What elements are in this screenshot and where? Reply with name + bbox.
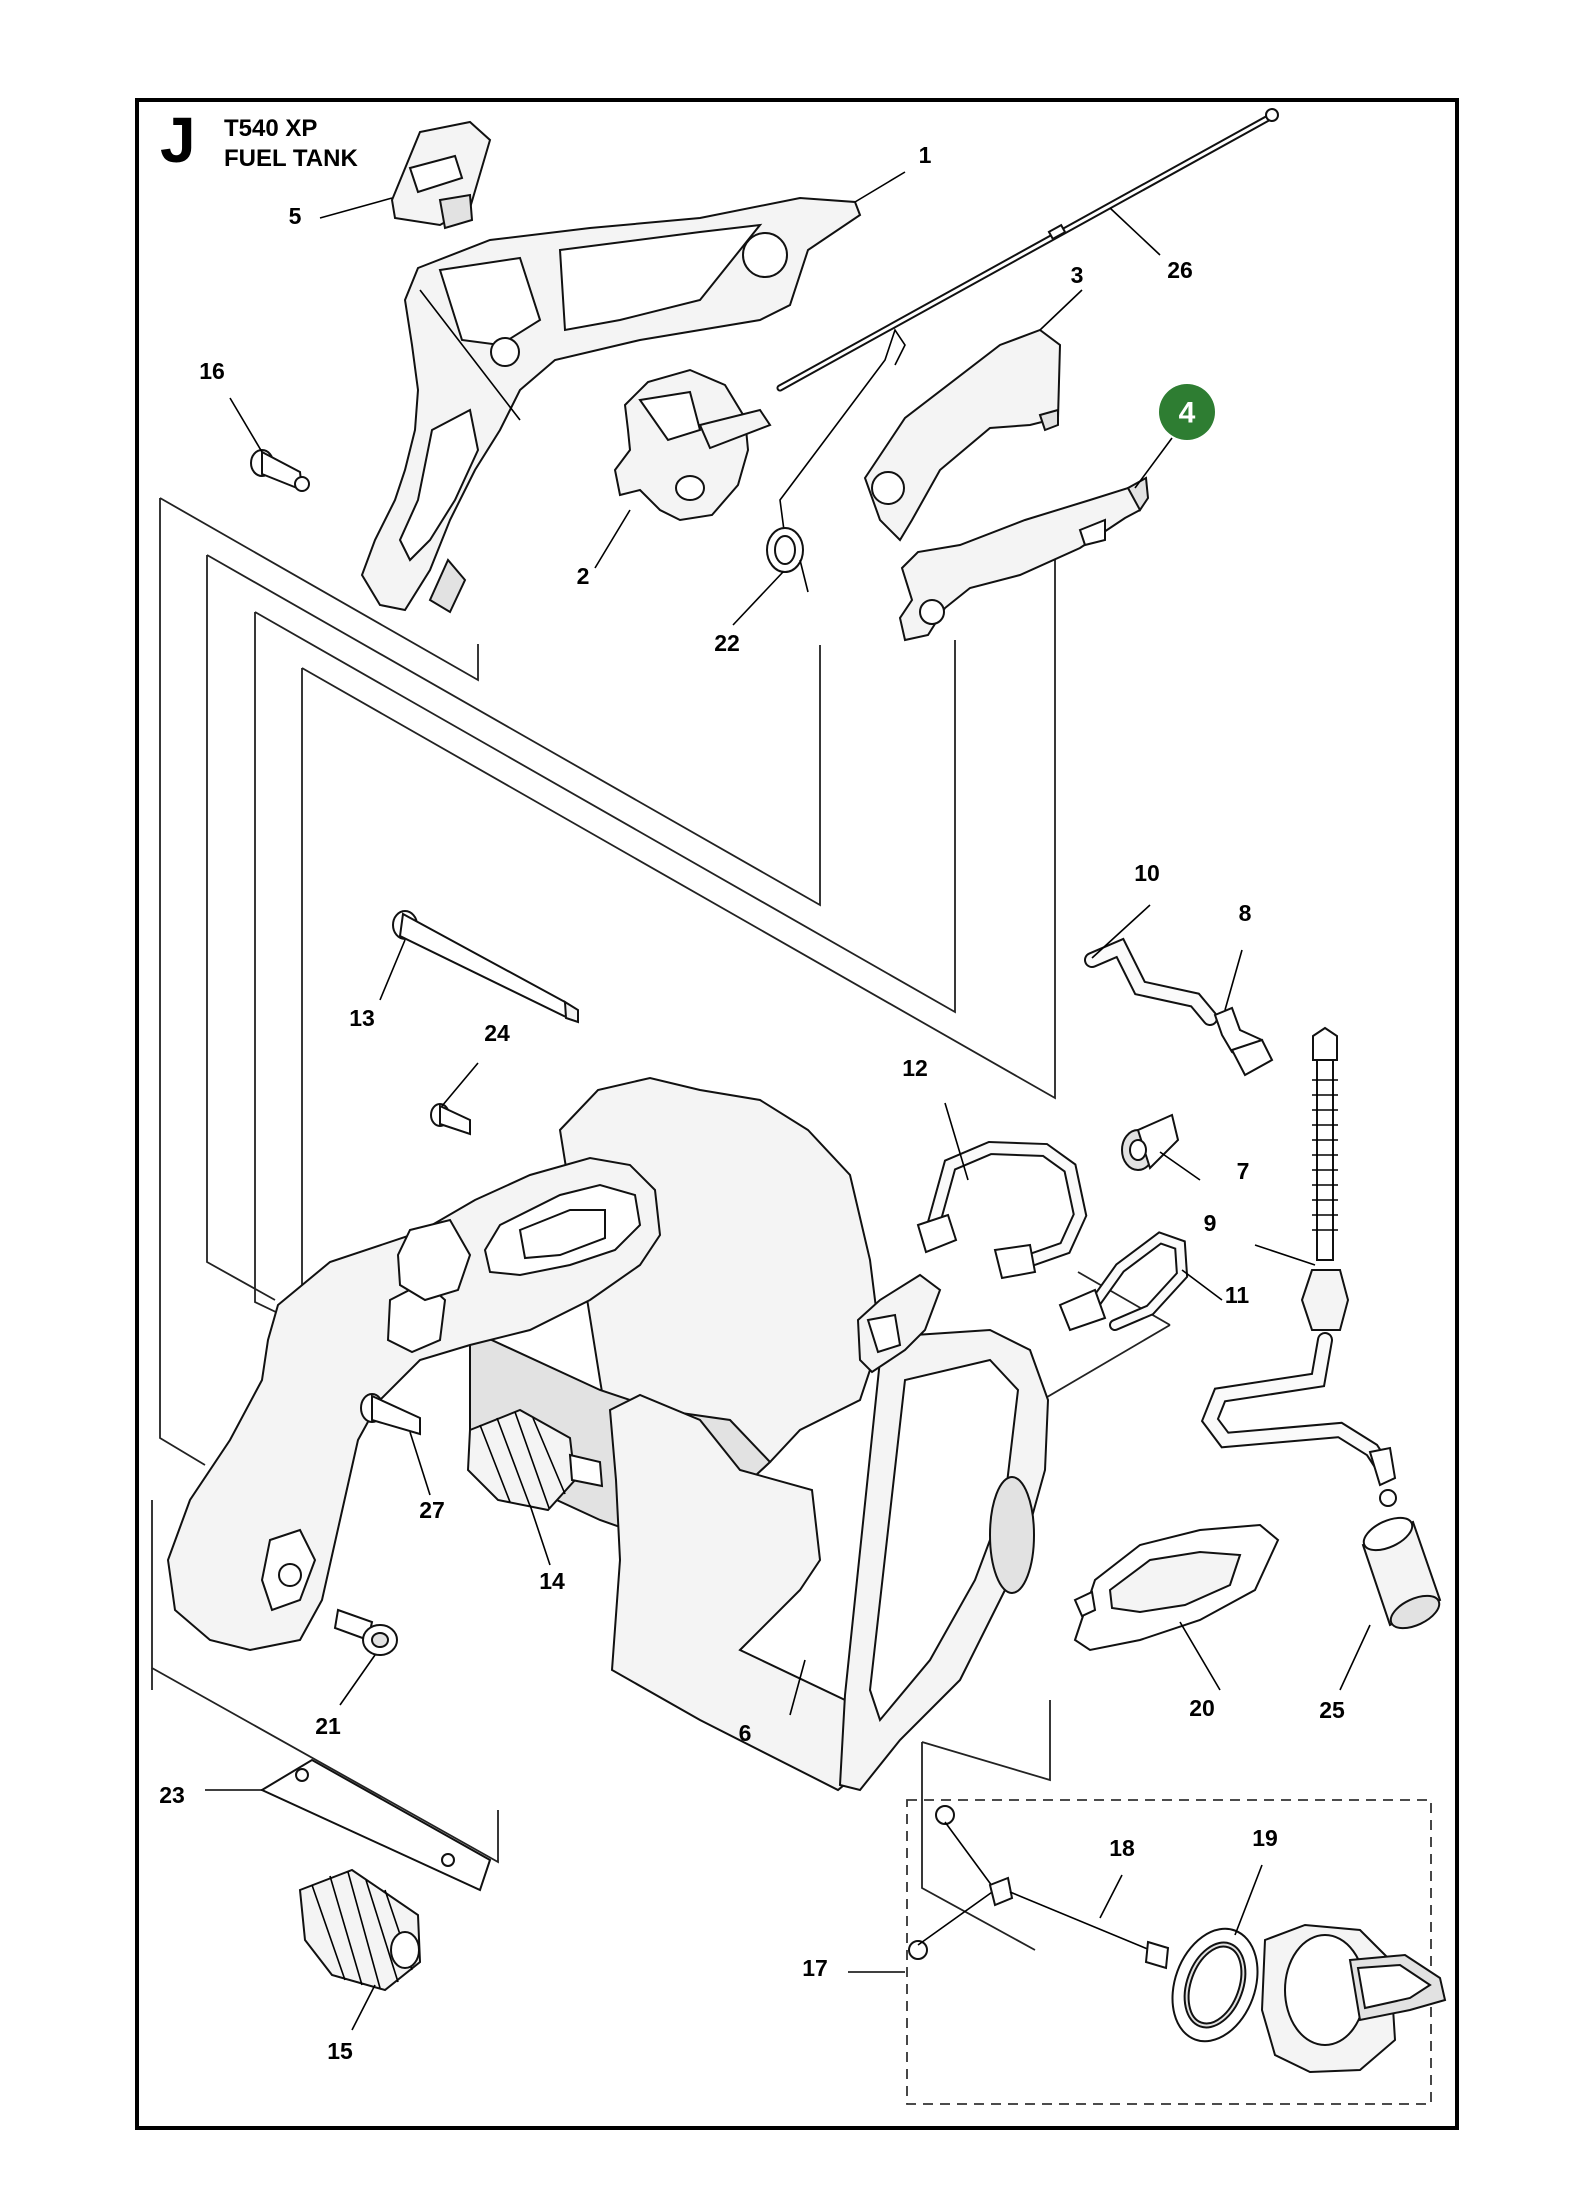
part-20-cover-plate xyxy=(1073,1523,1280,1652)
part-27-screw xyxy=(360,1393,421,1436)
part-25-fuel-filter xyxy=(1361,1516,1442,1630)
callout-6: 6 xyxy=(739,1720,752,1746)
callout-5: 5 xyxy=(289,203,302,229)
callout-14: 14 xyxy=(539,1568,565,1594)
part-18-pickup-wire xyxy=(908,1805,1170,1970)
callout-3: 3 xyxy=(1071,262,1084,288)
callout-10: 10 xyxy=(1134,860,1160,886)
callout-24: 24 xyxy=(484,1020,510,1046)
part-10-hose xyxy=(1084,937,1218,1026)
part-4-throttle-lockout xyxy=(898,476,1150,642)
callout-16: 16 xyxy=(199,358,225,384)
callout-4: 4 xyxy=(1179,397,1196,430)
part-1-handle-frame xyxy=(360,196,862,614)
rear-handle-frame xyxy=(166,1156,662,1652)
callout-leaders xyxy=(205,171,1371,2031)
part-11-clamp xyxy=(1058,1231,1189,1332)
part-5-button xyxy=(390,120,492,230)
callout-8: 8 xyxy=(1239,900,1252,926)
callout-22: 22 xyxy=(714,630,740,656)
callout-4-highlight-badge xyxy=(1159,384,1215,440)
callout-19: 19 xyxy=(1252,1825,1278,1851)
section-letter: J xyxy=(160,104,196,176)
model-name: T540 XP xyxy=(224,115,318,142)
callout-2: 2 xyxy=(577,563,590,589)
callout-9: 9 xyxy=(1204,1210,1217,1236)
part-14-vibration-spring xyxy=(466,1408,604,1512)
callout-21: 21 xyxy=(315,1713,341,1739)
callout-7: 7 xyxy=(1237,1158,1250,1184)
callout-12: 12 xyxy=(902,1055,928,1081)
part-23-plate xyxy=(259,1758,492,1892)
part-24-screw xyxy=(430,1103,471,1136)
diagram-frame xyxy=(135,98,1459,2130)
part-22-spring xyxy=(766,328,906,593)
callout-27: 27 xyxy=(419,1497,445,1523)
part-7-grommet xyxy=(1121,1113,1180,1171)
part-21-screw xyxy=(333,1608,398,1656)
alignment-lines xyxy=(151,497,1171,1951)
callout-20: 20 xyxy=(1189,1695,1215,1721)
part-2-lever-bracket xyxy=(613,368,772,522)
part-9-fuel-hose xyxy=(1200,1026,1397,1507)
callout-17: 17 xyxy=(802,1955,828,1981)
callout-15: 15 xyxy=(327,2038,353,2064)
hose-ribs xyxy=(1312,1079,1338,1231)
fuel-cap-kit-dashed-box xyxy=(906,1799,1432,2105)
part-17-fuel-cap xyxy=(1260,1923,1447,2074)
callout-labels: 1 2 3 4 5 6 7 8 9 10 11 12 13 14 15 16 1… xyxy=(159,142,1345,2064)
callout-26: 26 xyxy=(1167,257,1193,283)
part-15-damper-spring xyxy=(298,1868,422,1992)
callout-1: 1 xyxy=(919,142,932,168)
callout-23: 23 xyxy=(159,1782,185,1808)
assembly-name: FUEL TANK xyxy=(224,145,358,172)
part-8-elbow xyxy=(1213,1006,1274,1077)
callout-25: 25 xyxy=(1319,1697,1345,1723)
part-12-strap xyxy=(916,1140,1088,1280)
part-13-long-bolt xyxy=(392,910,579,1024)
diagram-title: T540 XP FUEL TANK xyxy=(224,114,358,174)
part-16-screw xyxy=(250,449,310,492)
part-19-o-ring xyxy=(1171,1927,1259,2043)
callout-18: 18 xyxy=(1109,1835,1135,1861)
part-26-throttle-rod xyxy=(776,108,1279,392)
part-3-throttle-trigger xyxy=(863,328,1062,542)
callout-11: 11 xyxy=(1225,1282,1250,1308)
callout-13: 13 xyxy=(349,1005,375,1031)
